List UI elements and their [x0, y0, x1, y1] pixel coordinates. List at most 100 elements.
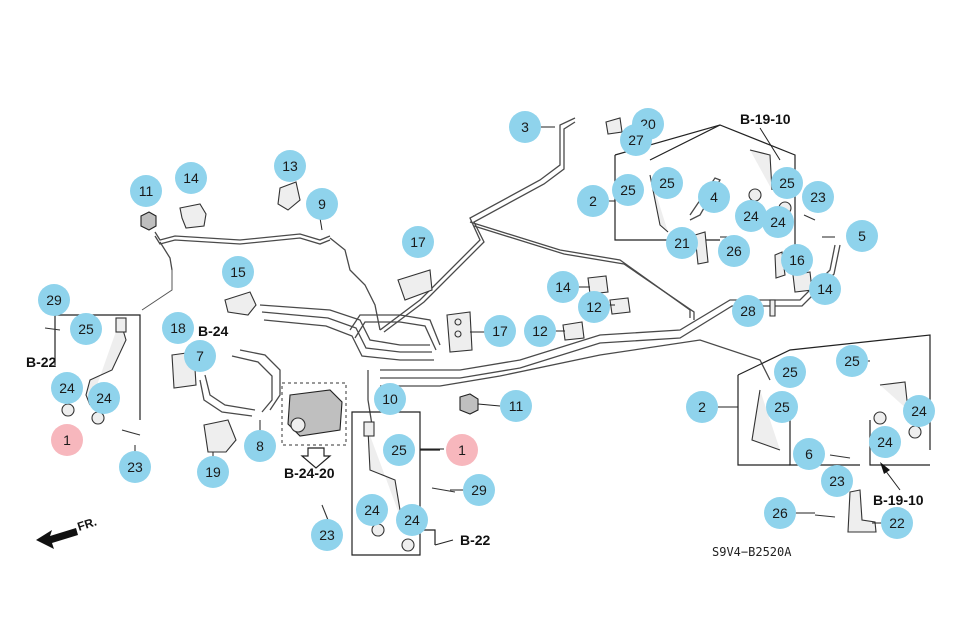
- callout-number: 25: [620, 182, 636, 198]
- callout-circle: [577, 185, 609, 217]
- callout-24: 24: [903, 395, 935, 427]
- callout-number: 26: [772, 505, 788, 521]
- callout-1: 1: [446, 434, 478, 466]
- callout-11: 11: [130, 175, 162, 207]
- ref-b24: B-24: [198, 323, 229, 339]
- callout-2: 2: [686, 391, 718, 423]
- callout-number: 27: [628, 132, 644, 148]
- callout-number: 23: [810, 189, 826, 205]
- callout-number: 17: [492, 323, 508, 339]
- callout-12: 12: [578, 291, 610, 323]
- callout-number: 11: [139, 183, 154, 199]
- callout-number: 1: [63, 432, 71, 448]
- callout-14: 14: [547, 271, 579, 303]
- callout-circle: [666, 227, 698, 259]
- callout-number: 16: [789, 252, 805, 268]
- callout-25: 25: [774, 356, 806, 388]
- callout-circle: [130, 175, 162, 207]
- callout-circle: [402, 226, 434, 258]
- callout-25: 25: [383, 434, 415, 466]
- callout-number: 17: [410, 234, 426, 250]
- callout-number: 25: [659, 175, 675, 191]
- callout-circle: [771, 167, 803, 199]
- callout-circle: [903, 395, 935, 427]
- callout-circle: [446, 434, 478, 466]
- callout-25: 25: [612, 174, 644, 206]
- callout-25: 25: [766, 391, 798, 423]
- callout-number: 10: [382, 391, 398, 407]
- callout-16: 16: [781, 244, 813, 276]
- callout-14: 14: [175, 162, 207, 194]
- callout-number: 12: [532, 323, 548, 339]
- callout-number: 2: [698, 399, 706, 415]
- ref-b19-10-top: B-19-10: [740, 111, 791, 127]
- callout-number: 25: [779, 175, 795, 191]
- callout-circle: [500, 390, 532, 422]
- callout-circle: [184, 340, 216, 372]
- callout-number: 4: [710, 189, 718, 205]
- callout-circle: [836, 345, 868, 377]
- callout-circle: [718, 235, 750, 267]
- callout-number: 24: [96, 390, 112, 406]
- callout-number: 12: [586, 299, 602, 315]
- callout-circle: [578, 291, 610, 323]
- arrow-icon: [36, 528, 78, 549]
- callout-circle: [651, 167, 683, 199]
- callout-circle: [698, 181, 730, 213]
- callout-8: 8: [244, 430, 276, 462]
- callout-7: 7: [184, 340, 216, 372]
- callout-number: 25: [844, 353, 860, 369]
- diagram-code: S9V4−B2520A: [712, 545, 792, 559]
- callout-number: 14: [817, 281, 833, 297]
- callout-number: 14: [555, 279, 571, 295]
- callout-3: 3: [509, 111, 541, 143]
- callout-circle: [222, 256, 254, 288]
- callout-number: 3: [521, 119, 529, 135]
- callout-24: 24: [396, 504, 428, 536]
- callout-1: 1: [51, 424, 83, 456]
- callout-circle: [306, 188, 338, 220]
- callout-6: 6: [793, 438, 825, 470]
- callout-number: 24: [364, 502, 380, 518]
- callout-circle: [809, 273, 841, 305]
- callout-number: 29: [46, 292, 62, 308]
- callout-number: 7: [196, 348, 204, 364]
- callout-circle: [51, 424, 83, 456]
- callout-24: 24: [88, 382, 120, 414]
- callout-number: 24: [877, 434, 893, 450]
- callout-circle: [802, 181, 834, 213]
- callout-24: 24: [51, 372, 83, 404]
- callout-24: 24: [869, 426, 901, 458]
- callout-5: 5: [846, 220, 878, 252]
- callout-number: 22: [889, 515, 905, 531]
- ref-b22-bottom: B-22: [460, 532, 491, 548]
- callout-circle: [620, 124, 652, 156]
- callout-circle: [774, 356, 806, 388]
- callout-number: 23: [829, 473, 845, 489]
- callout-number: 13: [282, 158, 298, 174]
- callout-circle: [484, 315, 516, 347]
- callout-4: 4: [698, 181, 730, 213]
- callout-23: 23: [119, 451, 151, 483]
- callout-circle: [732, 295, 764, 327]
- callout-13: 13: [274, 150, 306, 182]
- callout-number: 23: [319, 527, 335, 543]
- callout-circle: [524, 315, 556, 347]
- callout-19: 19: [197, 456, 229, 488]
- callout-circle: [374, 383, 406, 415]
- callout-number: 24: [770, 214, 786, 230]
- callout-12: 12: [524, 315, 556, 347]
- callout-number: 24: [59, 380, 75, 396]
- callout-circle: [762, 206, 794, 238]
- callout-circle: [119, 451, 151, 483]
- callout-28: 28: [732, 295, 764, 327]
- callout-circle: [764, 497, 796, 529]
- callout-10: 10: [374, 383, 406, 415]
- callout-number: 24: [404, 512, 420, 528]
- callout-circle: [175, 162, 207, 194]
- callout-number: 25: [774, 399, 790, 415]
- callout-circle: [612, 174, 644, 206]
- callout-number: 25: [78, 321, 94, 337]
- callout-number: 2: [589, 193, 597, 209]
